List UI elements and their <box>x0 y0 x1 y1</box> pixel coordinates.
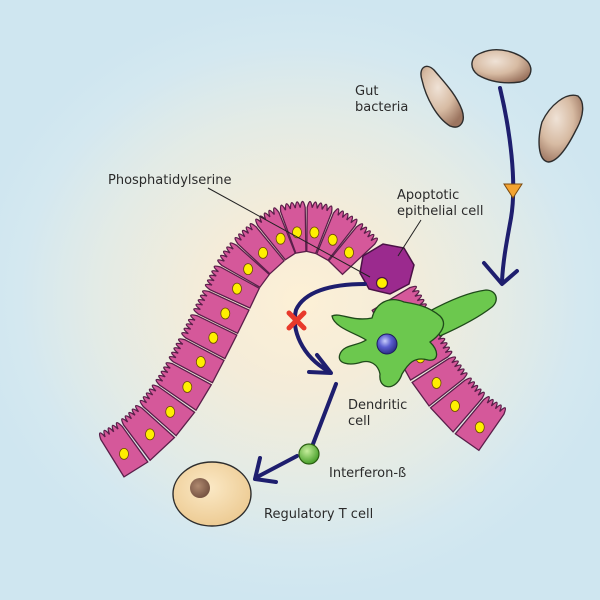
epithelial-cell-nucleus <box>145 428 155 441</box>
phosphatidylserine-arrowhead <box>307 353 333 375</box>
t-cell-body <box>172 461 252 527</box>
epithelial-cell-nucleus <box>220 307 231 320</box>
interferon-to-tcell-arrow <box>257 454 299 478</box>
epithelial-cell-nucleus <box>119 447 129 460</box>
label-apoptotic-line1: Apoptotic <box>397 188 460 203</box>
gut-bacteria <box>420 49 584 163</box>
epithelial-cell-nucleus <box>258 246 268 259</box>
epithelial-cell <box>306 200 333 255</box>
label-interferon-beta: Interferon-ß <box>329 466 407 481</box>
epithelial-cell <box>217 242 271 289</box>
bacteria-signal-arrowhead <box>482 261 519 286</box>
epithelial-cell-nucleus <box>243 263 254 276</box>
label-gut-bacteria-line2: bacteria <box>355 100 409 115</box>
dendritic-to-interferon-arrow <box>311 382 338 446</box>
epithelial-cell-nucleus <box>450 400 460 412</box>
epithelial-cell-nucleus <box>208 331 219 344</box>
epithelial-cell-nucleus <box>195 356 206 368</box>
epithelial-cell <box>255 207 297 261</box>
dendritic-cell-process <box>427 289 497 337</box>
epithelial-cell-nucleus <box>344 246 354 259</box>
label-gut-bacteria: Gut bacteria <box>355 84 408 116</box>
epithelial-cell-nucleus <box>182 381 193 393</box>
triangle-marker-icon <box>503 183 523 199</box>
apoptotic-cell-nucleus <box>375 276 389 290</box>
x-mark-icon <box>286 310 307 331</box>
epithelial-cell <box>327 223 379 276</box>
regulatory-t-cell <box>172 461 252 527</box>
label-apoptotic-epithelial-cell: Apoptotic epithelial cell <box>397 188 484 220</box>
label-dendritic-cell: Dendritic cell <box>348 398 407 430</box>
label-phosphatidylserine: Phosphatidylserine <box>108 173 232 188</box>
apoptotic-pointer <box>397 219 422 257</box>
intestinal-epithelium <box>98 200 507 478</box>
bacterium <box>471 49 532 84</box>
label-gut-bacteria-line1: Gut <box>355 84 379 99</box>
label-apoptotic-line2: epithelial cell <box>397 204 484 219</box>
epithelial-cell-nucleus <box>232 282 242 295</box>
epithelial-cell <box>279 200 307 254</box>
phosphatidylserine-pointer <box>207 187 371 278</box>
interferon-beta-molecule <box>298 443 320 465</box>
epithelial-cell-nucleus <box>292 226 302 239</box>
dendritic-cell-nucleus <box>376 333 398 355</box>
label-regulatory-t-cell: Regulatory T cell <box>264 507 374 522</box>
dendritic-cell <box>331 289 497 388</box>
epithelial-cell-nucleus <box>309 226 320 239</box>
epithelial-cell-nucleus <box>165 405 176 418</box>
bacterium <box>538 94 584 163</box>
epithelial-cell-nucleus <box>431 377 442 389</box>
label-dendritic-line1: Dendritic <box>348 398 408 413</box>
epithelial-cell-nucleus <box>275 232 286 245</box>
bacterium <box>420 65 464 128</box>
t-cell-nucleus <box>190 478 210 498</box>
phosphatidylserine-arrow <box>292 282 367 373</box>
epithelial-cell <box>315 208 358 262</box>
interferon-to-tcell-arrowhead <box>253 456 278 484</box>
label-dendritic-line2: cell <box>348 414 371 429</box>
bacteria-signal-arrow <box>498 86 516 283</box>
apoptotic-epithelial-cell <box>359 243 415 295</box>
epithelial-cell-nucleus <box>474 421 485 434</box>
epithelial-cell-nucleus <box>327 233 338 246</box>
